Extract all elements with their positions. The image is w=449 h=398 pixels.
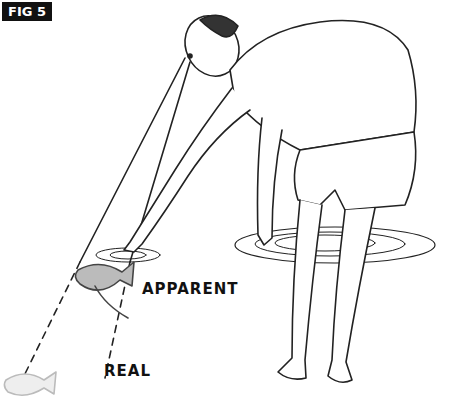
apparent-fish-fin [95,286,128,318]
water-ripple [110,251,146,259]
sight-line [80,58,185,262]
man-shirt [230,21,416,150]
man-leg [278,200,322,379]
real-fish [4,372,56,395]
man-eye [188,54,192,58]
real-ray [18,262,80,388]
apparent-fish [75,262,134,290]
real-label: REAL [104,362,151,380]
figure-number: FIG 5 [2,2,52,21]
man-hair [200,15,238,37]
man-arm [124,88,250,252]
apparent-label: APPARENT [142,280,238,298]
man-shorts [294,132,415,210]
water-ripple [255,232,405,256]
man-arm [258,118,283,245]
man-leg [328,208,375,382]
